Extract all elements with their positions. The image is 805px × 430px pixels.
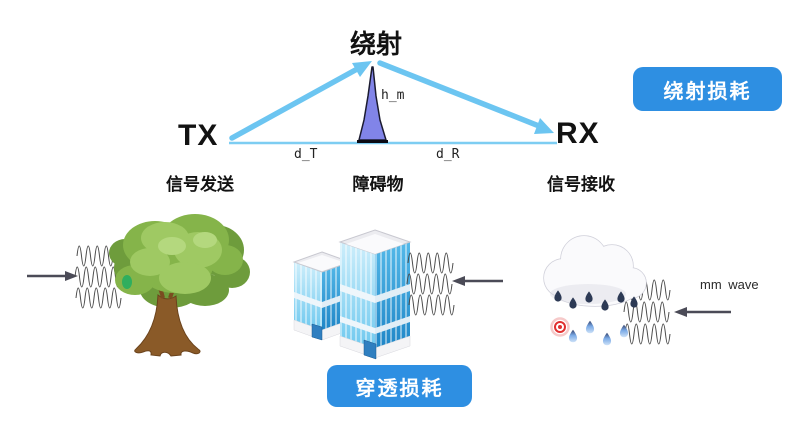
caption-signal-send: 信号发送 [166,175,234,194]
distance-dt-label: d_T [294,147,318,162]
diffraction-path-arrows [229,60,554,141]
rain-cloud-scene [543,235,731,346]
building-icon [292,229,412,360]
diffraction-diagram [229,60,557,145]
obstacle-height-label: h_m [381,88,405,103]
tree-icon [109,214,250,357]
distance-dr-label: d_R [436,147,460,162]
wave-direction-arrow-icon [674,307,731,317]
rx-label: RX [556,117,600,150]
wave-direction-arrow-icon [452,276,503,286]
caption-signal-receive: 信号接收 [547,175,615,194]
mm-wave-label: mm wave [700,277,759,292]
diffraction-loss-badge[interactable]: 绕射损耗 [633,67,782,111]
building-scene [292,229,503,360]
rain-cloud-icon [543,235,647,346]
caption-obstacle: 障碍物 [352,175,404,194]
tree-scene [27,214,250,357]
obstacle-spike-icon [357,66,388,143]
diffraction-title: 绕射 [349,29,402,59]
radio-wave-icon [406,252,455,316]
highlighted-raindrop-icon [550,317,570,337]
wave-direction-arrow-icon [27,271,78,281]
tx-label: TX [178,119,219,152]
penetration-loss-badge[interactable]: 穿透损耗 [327,365,472,407]
raindrop-icon [568,320,629,346]
